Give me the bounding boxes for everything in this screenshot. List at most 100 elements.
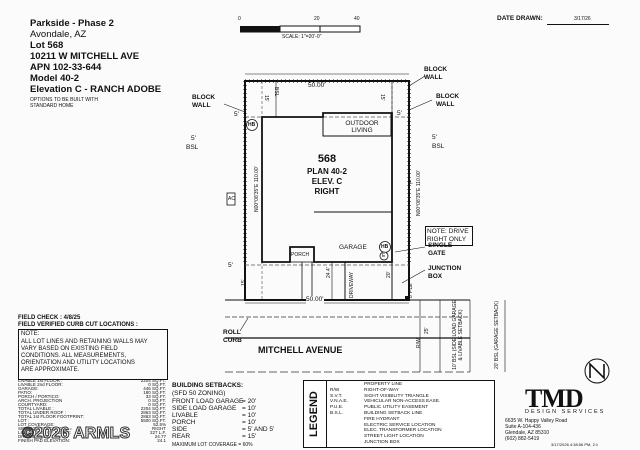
setback-type: PORCH [172, 419, 196, 426]
outdoor-living-area [322, 112, 392, 137]
legend-row: ELEC. TRANSFORMER LOCATION [330, 428, 492, 434]
junction-box-label: JUNCTION BOX [428, 265, 462, 280]
legend-row: R/W RIGHT-OF-WAY [330, 388, 492, 394]
area-row: LINEAL FEET OF FENCE:227 L.F. [18, 430, 166, 435]
side-load-setback: 10' BSL (SIDE LOAD GARAGE & LIVABLE SETB… [452, 300, 464, 370]
right-bsl-value: 5' [432, 134, 437, 141]
legend-desc: SIGHT VISIBILITY TRIANGLE [364, 393, 429, 399]
garage-offset: 20' [386, 271, 392, 278]
area-value: 33 SQ.FT. [145, 394, 166, 399]
driveway-label: DRIVEWAY [349, 271, 355, 298]
legend-desc: PROPERTY LINE [364, 382, 403, 387]
note-line: ARE APPROXIMATE. [21, 367, 80, 373]
area-label: COURTYARD: [18, 402, 48, 407]
junction-box-symbol [405, 296, 410, 301]
area-value: 446 SQ.FT. [143, 386, 166, 391]
right-bsl-dim: 5' [397, 110, 402, 117]
company-address-3: Glendale, AZ 85310 [505, 430, 550, 436]
plot-timestamp: 3/17/2026 4:38:56 PM, 2:1 [551, 442, 599, 447]
right-depth: N00°08'35"E 110.00' [416, 170, 422, 216]
area-row: LOT :5500 SQ.FT. [18, 418, 166, 423]
area-value: RIGHT [152, 426, 166, 431]
legend-desc: ELEC. TRANSFORMER LOCATION [364, 428, 442, 434]
left-depth: N00°08'35"E 110.00' [254, 166, 260, 212]
note-line: CONDITIONS. ALL MEASUREMENTS, [21, 353, 127, 359]
plan-name: PLAN 40-2 [306, 167, 347, 176]
address: 10211 W MITCHELL AVE [30, 51, 140, 62]
scale-tick-20: 20 [314, 16, 320, 22]
setback-type: LIVABLE [172, 412, 198, 419]
legend-desc: FIRE HYDRANT [364, 416, 400, 422]
legend-desc: RIGHT-OF-WAY [364, 387, 399, 393]
legend-row: ELECTRIC SERVICE LOCATION [330, 423, 492, 429]
setback-row: FRONT LOAD GARAGE= 20' [172, 398, 300, 405]
legend-abbrev: V.N.A.E. [330, 399, 348, 405]
legend-abbrev: R/W [330, 387, 340, 393]
legend-title: LEGEND [308, 391, 320, 437]
setback-value: = 20' [242, 398, 257, 405]
right-rear-dim: 15' [379, 94, 385, 101]
area-value: 24.77 [154, 434, 166, 439]
setback-type: REAR [172, 433, 191, 440]
garage-label: GARAGE [339, 244, 367, 251]
hb-right-label: HB [381, 244, 389, 250]
ple-label: 8' PLE [408, 283, 414, 298]
rw-label: R/W [416, 338, 422, 348]
scale-label: SCALE: 1"=20'-0" [282, 34, 322, 40]
apn: APN 102-33-644 [30, 62, 102, 73]
area-label: FINISH PAD ELEVATION: [18, 438, 71, 443]
legend-abbrev: S.V.T. [330, 393, 343, 399]
area-value: 24.1 [157, 438, 166, 443]
area-value: 52.5% [153, 422, 166, 427]
left-bsl-dim: 5' [234, 111, 239, 118]
lot-number: 568 [317, 153, 337, 165]
area-label: TOTAL LIVABLE : [18, 406, 54, 411]
company-block: TMD DESIGN SERVICES 6635 W. Happy Valley… [497, 380, 627, 447]
north-arrow-icon [584, 358, 610, 384]
setback-row: REAR = 15' [172, 433, 300, 440]
single-gate-label: SINGLE GATE [428, 242, 453, 257]
area-row: LOT COVERAGE: 52.5% [18, 422, 166, 427]
area-row: PORCH / PORTICO:33 SQ.FT. [18, 394, 166, 399]
setback-row: SIDE= 5' AND 5' [172, 426, 300, 433]
ac-label: AC [228, 196, 235, 202]
area-value: 2204 SQ.FT. [140, 378, 166, 383]
note-line: VARY BASED ON EXISTING FIELD [21, 346, 118, 352]
street-name: MITCHELL AVENUE [258, 345, 343, 355]
setback-value: = 10' [242, 405, 257, 412]
setback-type: FRONT LOAD GARAGE [172, 398, 244, 405]
note-line: ALL LOT LINES AND RETAINING WALLS MAY [21, 339, 148, 345]
setbacks-title: BUILDING SETBACKS: [172, 382, 244, 389]
legend-desc: STREET LIGHT LOCATION [364, 434, 424, 440]
bottom-width: 50.00' [306, 296, 324, 304]
legend-desc: JUNCTION BOX [364, 439, 400, 445]
area-label: GARAGE: [18, 386, 39, 391]
rear-bsl: BSL [273, 87, 279, 97]
area-value: 0 SQ.FT. [148, 398, 166, 403]
company-address-2: Suite A-104-436 [505, 424, 541, 430]
area-label: LOT COVERAGE: [18, 422, 55, 427]
setback-value: = 5' AND 5' [242, 426, 275, 433]
area-label: LIVABLE 2nd FLOOR: [18, 382, 63, 387]
drive-note: NOTE: DRIVE RIGHT ONLY [425, 226, 473, 246]
setback-value: = 15' [242, 433, 257, 440]
date-drawn-label: DATE DRAWN: [497, 15, 543, 22]
block-wall-top-left: BLOCK WALL [192, 94, 216, 109]
legend-row: FIRE HYDRANT [330, 417, 492, 423]
area-value: 2204 SQ.FT. [140, 406, 166, 411]
area-row: COURTYARD:0 SQ.FT. [18, 402, 166, 407]
area-row: TOTAL LIVABLE : 2204 SQ.FT. [18, 406, 166, 411]
area-label: TOTAL 1st FLOOR FOOTPRINT: [18, 414, 84, 419]
area-row: PATIO:180 SQ.FT. [18, 390, 166, 395]
area-label: DRIVEWAY SQ. FT.: [18, 434, 60, 439]
scale-tick-0: 0 [238, 16, 241, 22]
setback-row: LIVABLE= 10' [172, 412, 300, 419]
legend-row: STREET LIGHT LOCATION [330, 434, 492, 440]
block-wall-right: BLOCK WALL [436, 93, 460, 108]
plan-handing: RIGHT [314, 187, 340, 196]
project-city: Avondale, AZ [30, 29, 87, 40]
area-label: TOTAL UNDER ROOF : [18, 410, 66, 415]
block-wall-top-right: BLOCK WALL [424, 66, 448, 81]
